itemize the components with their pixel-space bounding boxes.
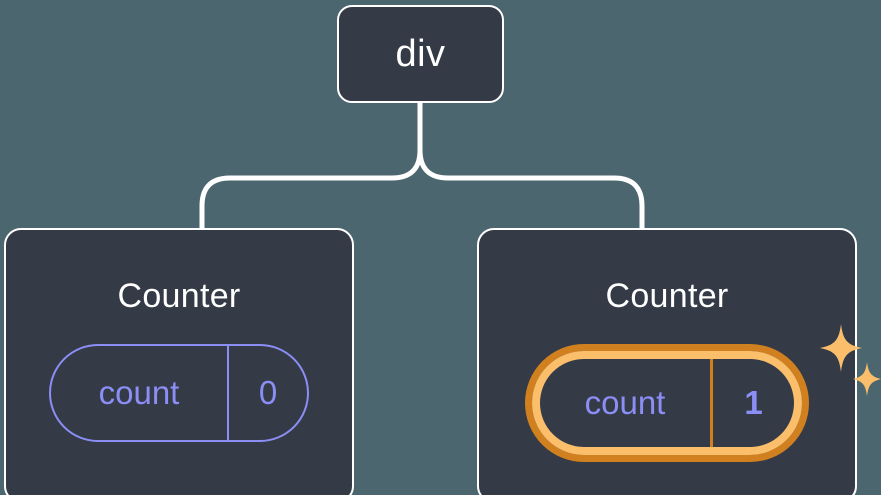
state-pill-wrap-right: count 1 — [525, 324, 881, 462]
state-value-label: 0 — [227, 346, 307, 440]
component-title: Counter — [117, 277, 241, 315]
node-counter-left[interactable]: Counter count 0 — [4, 228, 354, 495]
component-title: Counter — [605, 277, 729, 315]
sparkle-small-icon — [853, 362, 881, 396]
state-value-label: 1 — [710, 359, 794, 447]
state-key-label: count — [98, 374, 180, 411]
root-tag-label: div — [395, 32, 446, 75]
state-pill-count-one-highlighted[interactable]: count 1 — [525, 344, 809, 462]
state-pill-wrap-left: count 0 — [49, 344, 309, 442]
node-root-div[interactable]: div — [337, 5, 504, 103]
edge-root-to-left-counter — [199, 100, 423, 233]
state-key-label: count — [584, 384, 666, 421]
edge-root-to-right-counter — [417, 100, 645, 233]
sparkles-group — [820, 324, 881, 396]
state-pill-count-zero[interactable]: count 0 — [49, 344, 309, 442]
node-counter-right[interactable]: Counter count 1 — [477, 228, 881, 495]
sparkle-large-icon — [820, 324, 862, 372]
state-pill-inner-ring: count 1 — [532, 351, 802, 455]
